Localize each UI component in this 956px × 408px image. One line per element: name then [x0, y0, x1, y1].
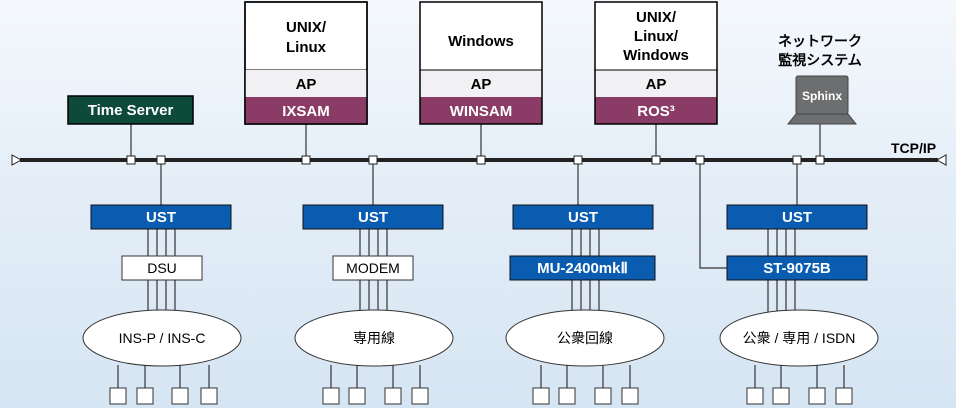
- terminal: [772, 387, 790, 405]
- network-label: 専用線: [353, 330, 395, 346]
- network-label: INS-P / INS-C: [119, 330, 206, 346]
- server-os-line: Linux: [286, 39, 327, 56]
- ust-box: UST: [512, 204, 654, 230]
- device-label: ST-9075B: [763, 260, 831, 277]
- server-ros3: UNIX/ Linux/ Windows AP ROS³: [594, 1, 718, 125]
- network-cloud: 公衆 / 専用 / ISDN: [719, 309, 879, 367]
- time-server-label: Time Server: [88, 102, 174, 119]
- device-mu2400: MU-2400mkⅡ: [509, 255, 656, 281]
- ust-label: UST: [782, 209, 812, 226]
- server-ap-label: AP: [646, 76, 667, 93]
- device-label: MODEM: [346, 260, 400, 276]
- device-dsu: DSU: [121, 255, 203, 281]
- ust-label: UST: [358, 209, 388, 226]
- server-product-label: ROS³: [637, 103, 675, 120]
- terminal: [532, 387, 550, 405]
- terminal: [322, 387, 340, 405]
- server-product-label: WINSAM: [450, 103, 513, 120]
- monitor-product-label: Sphinx: [802, 89, 842, 103]
- monitor-title-line: ネットワーク: [778, 33, 862, 49]
- network-cloud: 公衆回線: [505, 309, 665, 367]
- terminal: [171, 387, 189, 405]
- device-modem: MODEM: [332, 255, 414, 281]
- terminal: [348, 387, 366, 405]
- monitor-icon: [786, 75, 858, 125]
- terminal: [136, 387, 154, 405]
- terminal: [411, 387, 429, 405]
- device-st9075b: ST-9075B: [726, 255, 868, 281]
- network-cloud: INS-P / INS-C: [82, 309, 242, 367]
- server-os-line: UNIX/: [636, 9, 677, 26]
- server-ixsam: UNIX/ Linux AP IXSAM: [244, 1, 368, 125]
- bus-label: TCP/IP: [891, 140, 936, 156]
- terminal: [808, 387, 826, 405]
- terminal: [746, 387, 764, 405]
- device-label: DSU: [147, 260, 177, 276]
- ust-label: UST: [568, 209, 598, 226]
- server-os-line: Windows: [623, 47, 689, 64]
- server-product-label: IXSAM: [282, 103, 330, 120]
- network-monitor: ネットワーク 監視システム Sphinx: [778, 33, 862, 125]
- network-label: 公衆回線: [557, 330, 613, 346]
- ust-box: UST: [90, 204, 232, 230]
- terminal: [558, 387, 576, 405]
- ust-box: UST: [302, 204, 444, 230]
- ust-box: UST: [726, 204, 868, 230]
- server-os-line: Linux/: [634, 28, 679, 45]
- terminal: [835, 387, 853, 405]
- server-ap-label: AP: [296, 76, 317, 93]
- ust-label: UST: [146, 209, 176, 226]
- terminal: [384, 387, 402, 405]
- terminal: [109, 387, 127, 405]
- terminal: [621, 387, 639, 405]
- network-label: 公衆 / 専用 / ISDN: [743, 330, 856, 346]
- terminal: [594, 387, 612, 405]
- tcpip-bus: TCP/IP: [11, 140, 947, 166]
- monitor-title-line: 監視システム: [778, 52, 862, 68]
- device-label: MU-2400mkⅡ: [537, 260, 628, 277]
- server-os-line: Windows: [448, 33, 514, 50]
- network-cloud: 専用線: [294, 309, 454, 367]
- terminal: [200, 387, 218, 405]
- server-os-line: UNIX/: [286, 19, 327, 36]
- server-ap-label: AP: [471, 76, 492, 93]
- server-winsam: Windows AP WINSAM: [419, 1, 543, 125]
- time-server: Time Server: [67, 95, 194, 125]
